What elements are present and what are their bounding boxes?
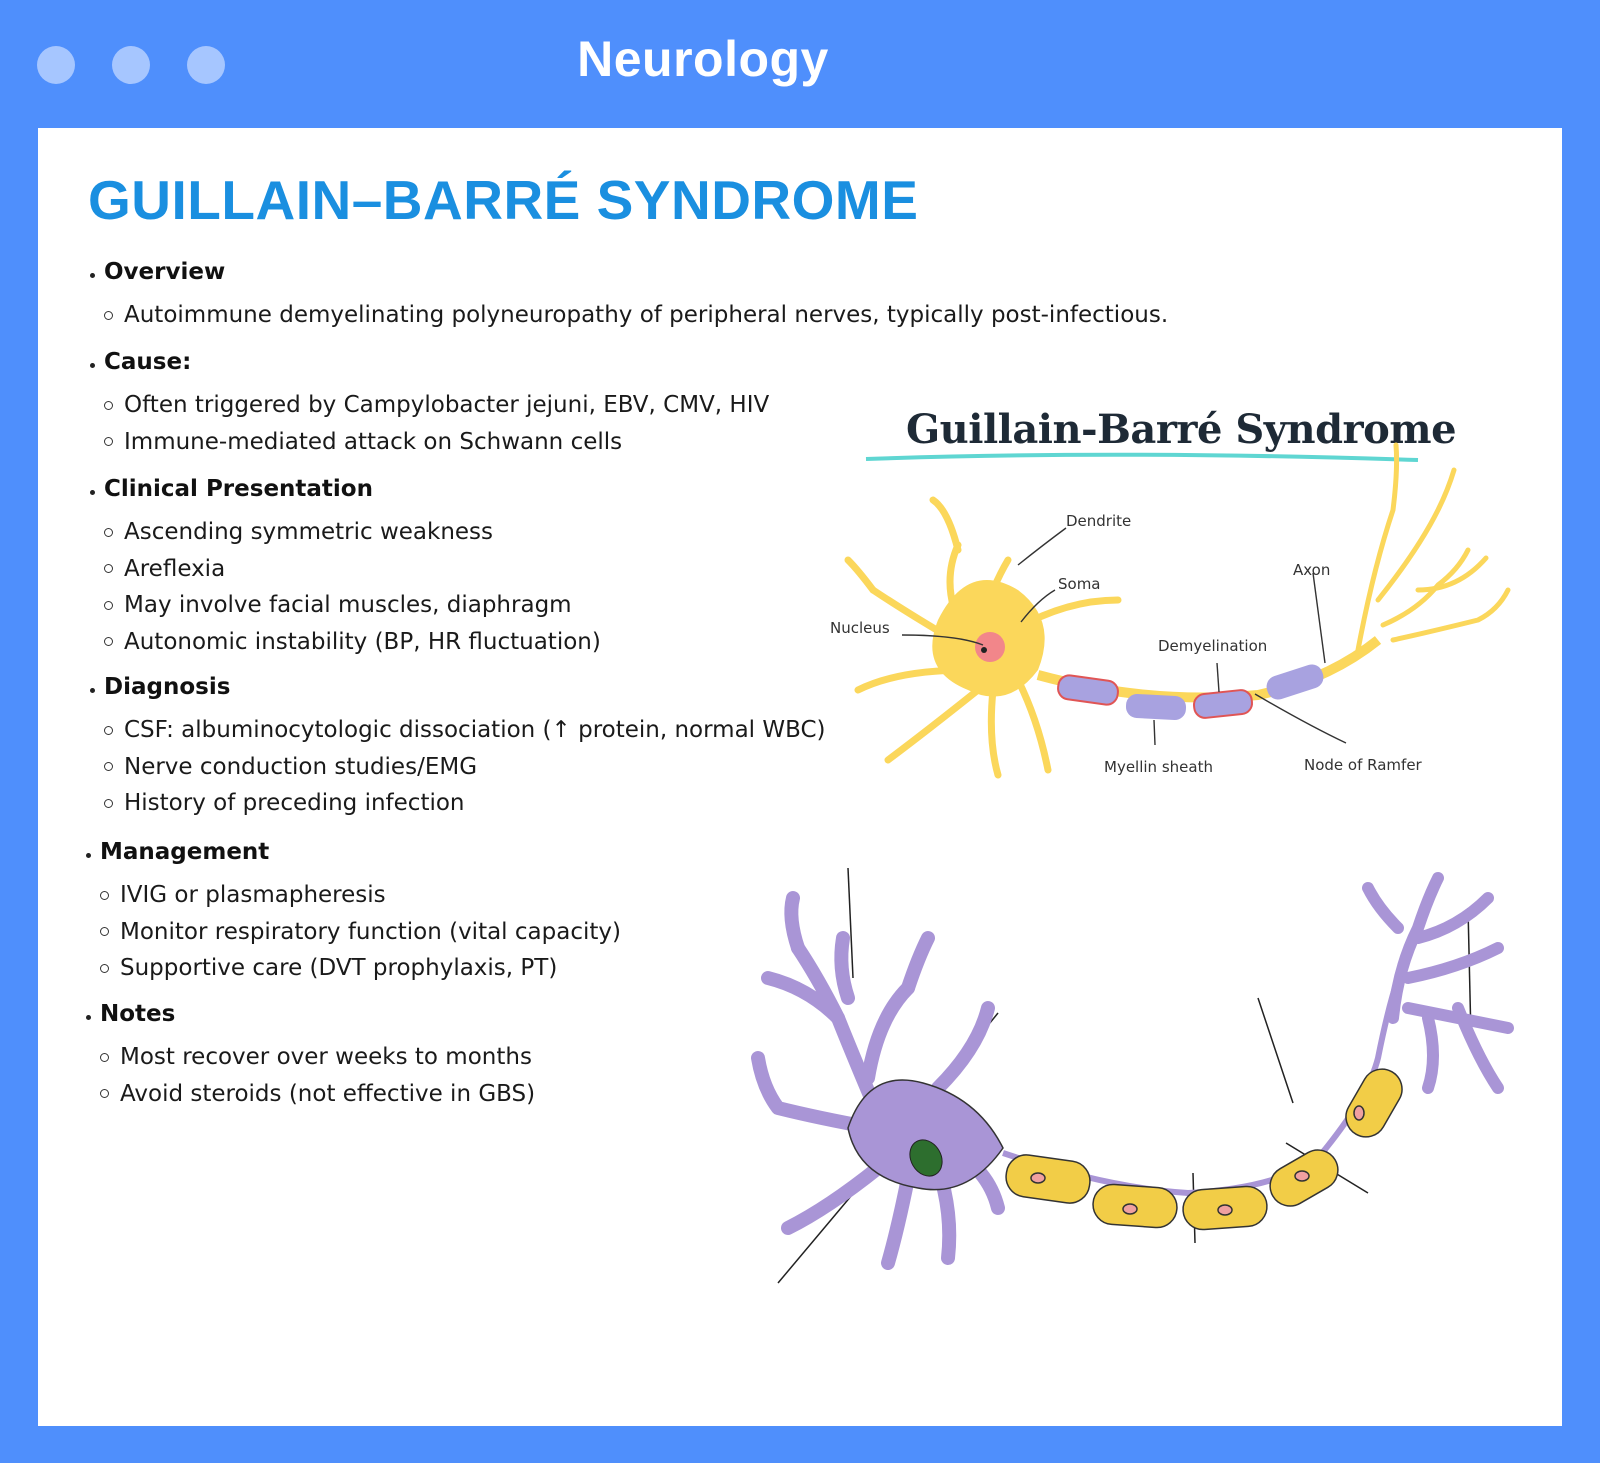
- list-item: Often triggered by Campylobacter jejuni,…: [90, 387, 769, 424]
- section-cause: Cause: Often triggered by Campylobacter …: [90, 347, 769, 460]
- window-maximize-dot[interactable]: [187, 46, 225, 84]
- section-heading: Management: [86, 837, 621, 867]
- neuron-diagram-unlabeled: [738, 867, 1558, 1328]
- bullet-icon: [90, 362, 95, 368]
- circle-bullet-icon: [104, 310, 113, 320]
- label-axon: Axon: [1293, 561, 1330, 579]
- list-item: Autonomic instability (BP, HR fluctuatio…: [90, 624, 601, 661]
- list-item: CSF: albuminocytologic dissociation (↑ p…: [90, 712, 826, 749]
- list-item: Ascending symmetric weakness: [90, 514, 601, 551]
- list-item: May involve facial muscles, diaphragm: [90, 587, 601, 624]
- circle-bullet-icon: [100, 963, 109, 973]
- section-notes: Notes Most recover over weeks to months …: [86, 999, 535, 1112]
- circle-bullet-icon: [104, 725, 113, 735]
- label-myelin-sheath: Myellin sheath: [1104, 758, 1213, 776]
- window-minimize-dot[interactable]: [112, 46, 150, 84]
- page-title: GUILLAIN–BARRÉ SYNDROME: [88, 169, 919, 231]
- myelin-cells: [1005, 1068, 1403, 1231]
- bullet-icon: [90, 272, 95, 278]
- figure-title: Guillain-Barré Syndrome: [906, 406, 1457, 453]
- bullet-icon: [90, 687, 95, 693]
- section-heading: Clinical Presentation: [90, 474, 601, 504]
- section-management: Management IVIG or plasmapheresis Monito…: [86, 837, 621, 987]
- circle-bullet-icon: [100, 927, 109, 937]
- circle-bullet-icon: [104, 400, 113, 410]
- label-soma: Soma: [1058, 575, 1101, 593]
- section-heading: Notes: [86, 999, 535, 1029]
- list-item: History of preceding infection: [90, 785, 826, 822]
- title-underline: [865, 452, 1419, 462]
- list-item: Immune-mediated attack on Schwann cells: [90, 424, 769, 461]
- soma-body: [847, 1079, 1004, 1191]
- title-bar: Neurology: [0, 0, 1600, 128]
- list-item: Nerve conduction studies/EMG: [90, 749, 826, 786]
- leader-lines: [901, 527, 1347, 746]
- list-item: IVIG or plasmapheresis: [86, 877, 621, 914]
- circle-bullet-icon: [104, 527, 113, 537]
- bullet-icon: [86, 852, 91, 858]
- section-diagnosis: Diagnosis CSF: albuminocytologic dissoci…: [90, 672, 826, 822]
- neuron-illustration: Dendrite Soma Nucleus Axon Demyelination…: [830, 442, 1511, 779]
- circle-bullet-icon: [104, 600, 113, 610]
- content-window: GUILLAIN–BARRÉ SYNDROME Overview Autoimm…: [38, 128, 1562, 1426]
- list-item: Avoid steroids (not effective in GBS): [86, 1076, 535, 1113]
- circle-bullet-icon: [104, 564, 113, 574]
- bullet-icon: [90, 489, 95, 495]
- circle-bullet-icon: [100, 1089, 109, 1099]
- section-heading: Overview: [90, 257, 1168, 287]
- circle-bullet-icon: [100, 890, 109, 900]
- neuron-illustration-2: [751, 867, 1514, 1284]
- nucleus: [975, 632, 1005, 662]
- myelin-segment-damaged: [1057, 674, 1119, 706]
- window-close-dot[interactable]: [37, 46, 75, 84]
- section-heading: Diagnosis: [90, 672, 826, 702]
- axon-terminals: [1355, 442, 1511, 653]
- section-heading: Cause:: [90, 347, 769, 377]
- label-dendrite: Dendrite: [1066, 512, 1131, 530]
- list-item: Supportive care (DVT prophylaxis, PT): [86, 950, 621, 987]
- dendrites: [751, 891, 1005, 1270]
- myelin-segment-damaged: [1192, 689, 1254, 719]
- section-clinical-presentation: Clinical Presentation Ascending symmetri…: [90, 474, 601, 660]
- label-node-of-ranvier: Node of Ramfer: [1304, 756, 1423, 774]
- list-item: Autoimmune demyelinating polyneuropathy …: [90, 297, 1168, 334]
- nucleolus: [981, 647, 987, 653]
- schwann-cell: [1345, 1068, 1403, 1138]
- label-demyelination: Demyelination: [1158, 637, 1267, 655]
- schwann-cell: [1005, 1154, 1091, 1204]
- circle-bullet-icon: [104, 798, 113, 808]
- label-nucleus: Nucleus: [830, 619, 890, 637]
- myelin-segment: [1125, 694, 1187, 720]
- app-title: Neurology: [577, 31, 829, 87]
- myelin-segment: [1266, 664, 1324, 700]
- neuron-diagram-labeled: Guillain-Barré Syndrome: [818, 390, 1518, 790]
- nucleus: [909, 1139, 943, 1177]
- bullet-icon: [86, 1014, 91, 1020]
- section-overview: Overview Autoimmune demyelinating polyne…: [90, 257, 1168, 334]
- circle-bullet-icon: [104, 637, 113, 647]
- list-item: Areflexia: [90, 551, 601, 588]
- circle-bullet-icon: [104, 762, 113, 772]
- circle-bullet-icon: [100, 1052, 109, 1062]
- list-item: Monitor respiratory function (vital capa…: [86, 914, 621, 951]
- axon-terminals: [1362, 872, 1514, 1094]
- circle-bullet-icon: [104, 437, 113, 447]
- list-item: Most recover over weeks to months: [86, 1039, 535, 1076]
